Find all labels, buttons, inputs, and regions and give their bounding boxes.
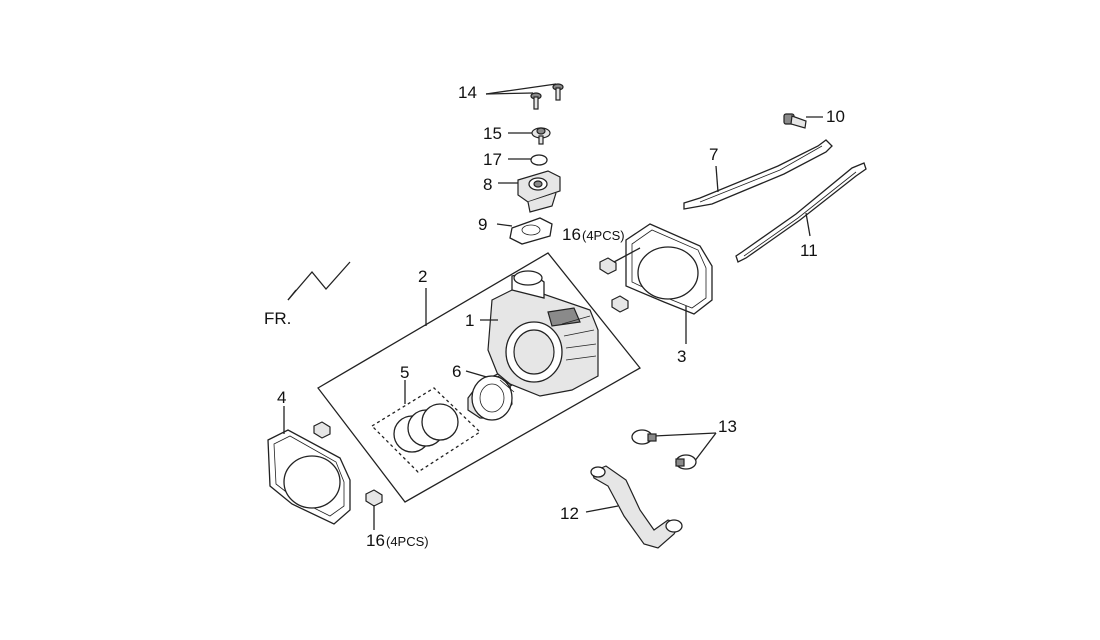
- label-8: 8: [483, 175, 492, 194]
- label-11: 11: [800, 241, 818, 260]
- hose-clamps-13: [631, 429, 717, 470]
- front-label: FR.: [264, 309, 291, 328]
- label-5: 5: [400, 363, 409, 382]
- label-16-upper: 16: [562, 225, 581, 244]
- base-gasket-4: [267, 406, 351, 525]
- label-10: 10: [826, 107, 845, 126]
- bolt-pair-14: [485, 83, 564, 110]
- tensioner-housing-8: [498, 170, 561, 213]
- head-gasket-3: [625, 223, 713, 344]
- piston-6: [465, 370, 515, 421]
- chain-guide-7: [683, 139, 833, 210]
- label-2: 2: [418, 267, 427, 286]
- coolant-hose-12: [585, 465, 683, 549]
- label-7: 7: [709, 145, 718, 164]
- tensioner-slipper-11: [735, 162, 867, 263]
- dowel-pins-upper: [599, 247, 641, 313]
- gasket-9: [496, 217, 553, 245]
- label-16-lower: 16: [366, 531, 385, 550]
- label-14: 14: [458, 83, 477, 102]
- label-15: 15: [483, 124, 502, 143]
- label-6: 6: [452, 362, 461, 381]
- label-3: 3: [677, 347, 686, 366]
- label-12: 12: [560, 504, 579, 523]
- label-16-lower-suffix: (4PCS): [386, 534, 429, 549]
- label-4: 4: [277, 388, 286, 407]
- label-9: 9: [478, 215, 487, 234]
- label-1: 1: [465, 311, 474, 330]
- bolt-10: [783, 113, 823, 129]
- cylinder-assembly-frame-2: [317, 252, 641, 503]
- bolt-15: [508, 127, 551, 145]
- o-ring-17: [508, 154, 548, 166]
- label-17: 17: [483, 150, 502, 169]
- dowel-pins-lower: [313, 421, 383, 530]
- label-13: 13: [718, 417, 737, 436]
- piston-ring-set-5: [370, 380, 482, 473]
- front-direction-arrow: FR.: [264, 261, 351, 328]
- cylinder-block-1: [480, 270, 599, 397]
- label-16-upper-suffix: (4PCS): [582, 228, 625, 243]
